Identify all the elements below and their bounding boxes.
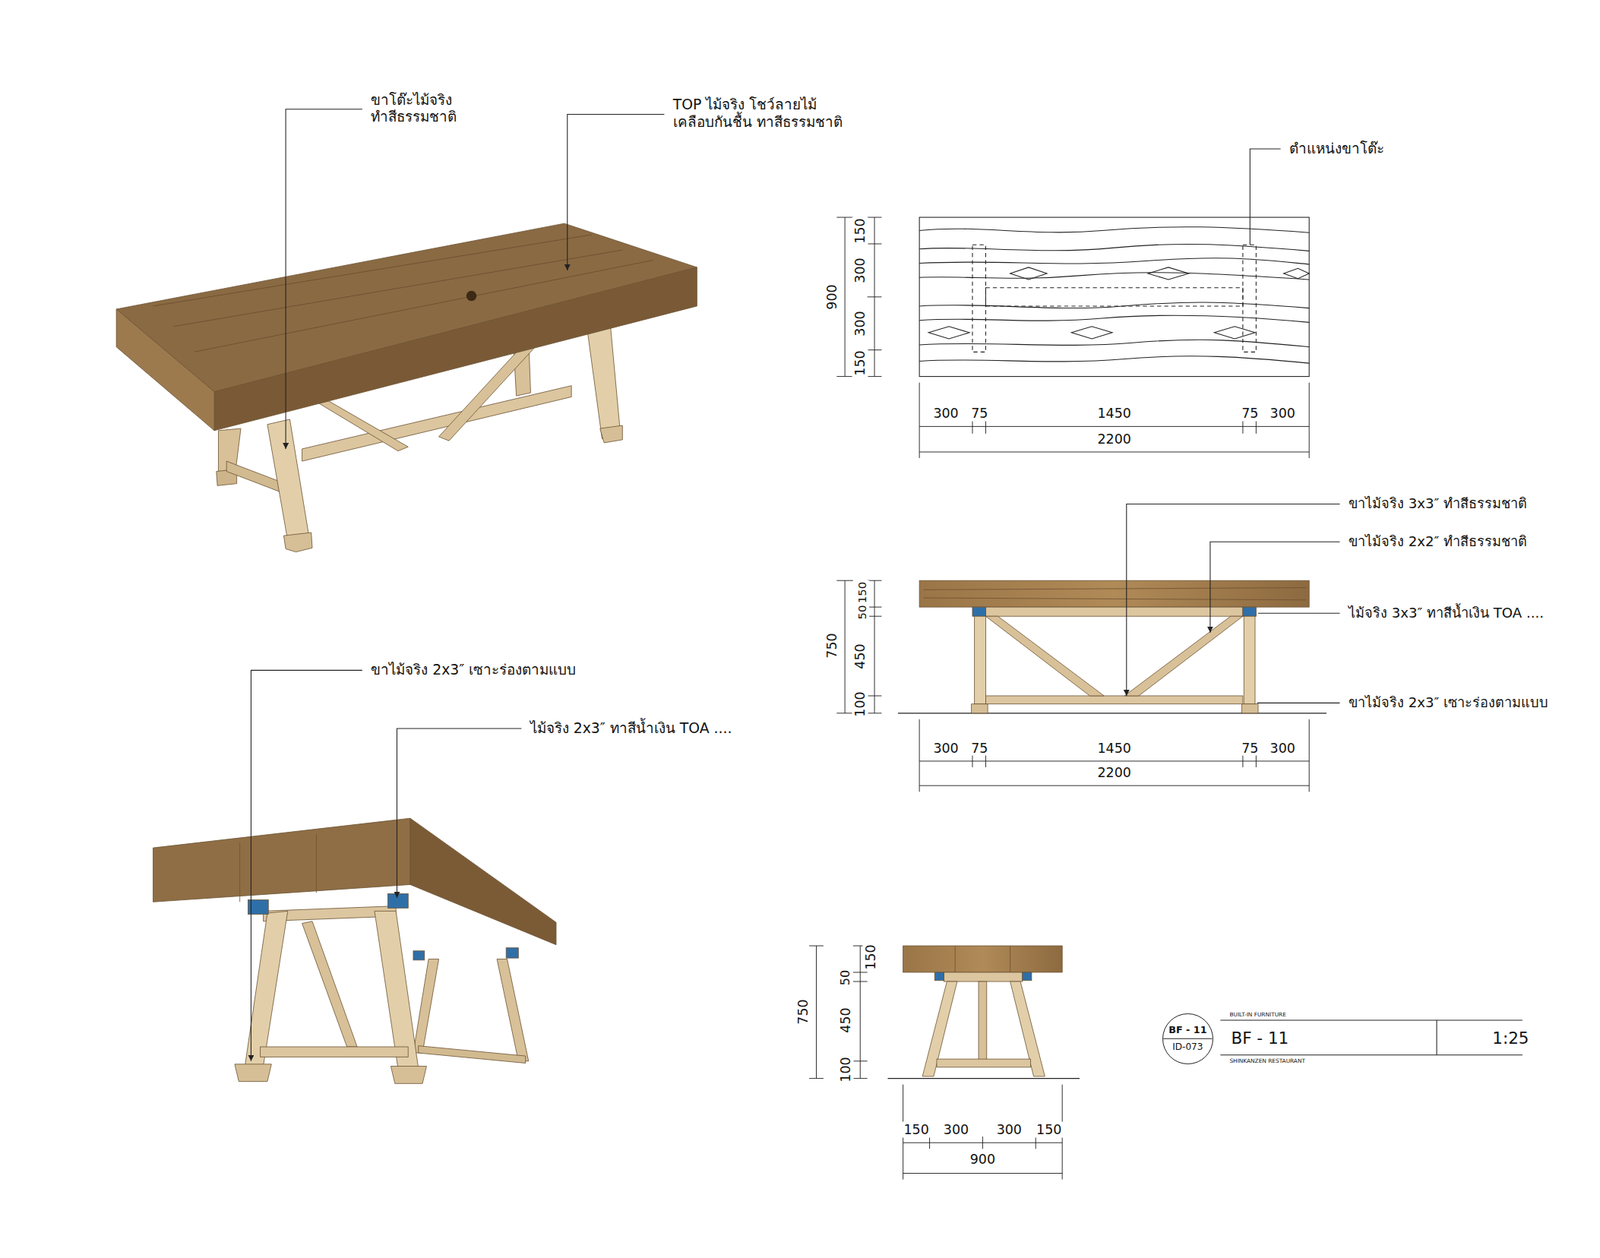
dimension: 900 <box>968 1150 997 1167</box>
callout-note: ไม้จริง 2x3″ ทาสีน้ำเงิน TOA .... <box>528 720 734 738</box>
elevation-view <box>898 580 1327 714</box>
dimension: 150 <box>862 942 879 971</box>
dimension-lines <box>809 217 1310 1180</box>
dimension: 300 <box>1268 739 1297 756</box>
dimension: 100 <box>852 689 869 718</box>
callout-note: ขาไม้จริง 2x3″ เซาะร่องตามแบบ <box>369 661 578 680</box>
dimension: 1450 <box>1095 404 1133 421</box>
table-underside-view <box>152 818 557 1084</box>
dimension: 900 <box>823 282 840 311</box>
dimension: 75 <box>1239 739 1260 756</box>
dimension: 75 <box>969 739 990 756</box>
drawing-scale: 1:25 <box>1490 1028 1531 1049</box>
dimension: 300 <box>852 309 869 338</box>
plan-view <box>919 217 1310 377</box>
title-block <box>1163 1020 1523 1056</box>
dimension: 450 <box>837 1005 854 1034</box>
callout-note: TOP ไม้จริง โชว์ลายไม้ เคลือบกันชื้น ทาส… <box>671 97 857 132</box>
callout-note: ขาโต๊ะไม้จริง ทำสีธรรมชาติ <box>369 91 467 127</box>
callout-note: ขาไม้จริง 2x2″ ทำสีธรรมชาติ <box>1347 533 1529 551</box>
dimension: 300 <box>1268 404 1297 421</box>
dimension: 150 <box>901 1121 930 1138</box>
dimension: 1450 <box>1095 739 1133 756</box>
title-block-text: SHINKANZEN RESTAURANT <box>1229 1057 1306 1065</box>
dimension: 75 <box>1239 404 1260 421</box>
dimension: 300 <box>931 404 960 421</box>
callout-note: ขาไม้จริง 2x3″ เซาะร่องตามแบบ <box>1347 695 1550 712</box>
dimension: 300 <box>931 739 960 756</box>
drawing-reference-circle: BF - 11 ID-073 <box>1162 1013 1214 1065</box>
dimension: 150 <box>1034 1121 1063 1138</box>
dimension: 50 <box>855 603 870 621</box>
dimension: 300 <box>852 256 869 285</box>
table-3d-view <box>116 223 697 552</box>
dimension: 100 <box>837 1055 854 1084</box>
dimension: 2200 <box>1095 430 1133 447</box>
dimension: 150 <box>855 580 870 605</box>
dimension: 75 <box>969 404 990 421</box>
sheet-id: ID-073 <box>1172 1042 1203 1053</box>
callout-note: ตำแหน่งขาโต๊ะ <box>1287 140 1386 159</box>
dimension: 2200 <box>1095 764 1133 781</box>
title-block-text: BUILT-IN FURNITURE <box>1229 1011 1286 1019</box>
side-view <box>888 945 1080 1079</box>
sheet-number: BF - 11 <box>1168 1024 1207 1036</box>
drawing-number: BF - 11 <box>1229 1028 1291 1049</box>
dimension: 750 <box>795 998 812 1027</box>
dimension: 50 <box>838 967 854 987</box>
dimension: 150 <box>852 216 869 245</box>
dimension: 300 <box>942 1121 971 1138</box>
dimension: 300 <box>995 1121 1024 1138</box>
dimension: 150 <box>852 348 869 377</box>
callout-note: ขาไม้จริง 3x3″ ทำสีธรรมชาติ <box>1347 496 1529 513</box>
callout-note: ไม้จริง 3x3″ ทาสีน้ำเงิน TOA .... <box>1347 604 1546 622</box>
dimension: 450 <box>852 641 869 671</box>
dimension: 750 <box>823 632 840 661</box>
leader-lines <box>250 109 1340 1062</box>
